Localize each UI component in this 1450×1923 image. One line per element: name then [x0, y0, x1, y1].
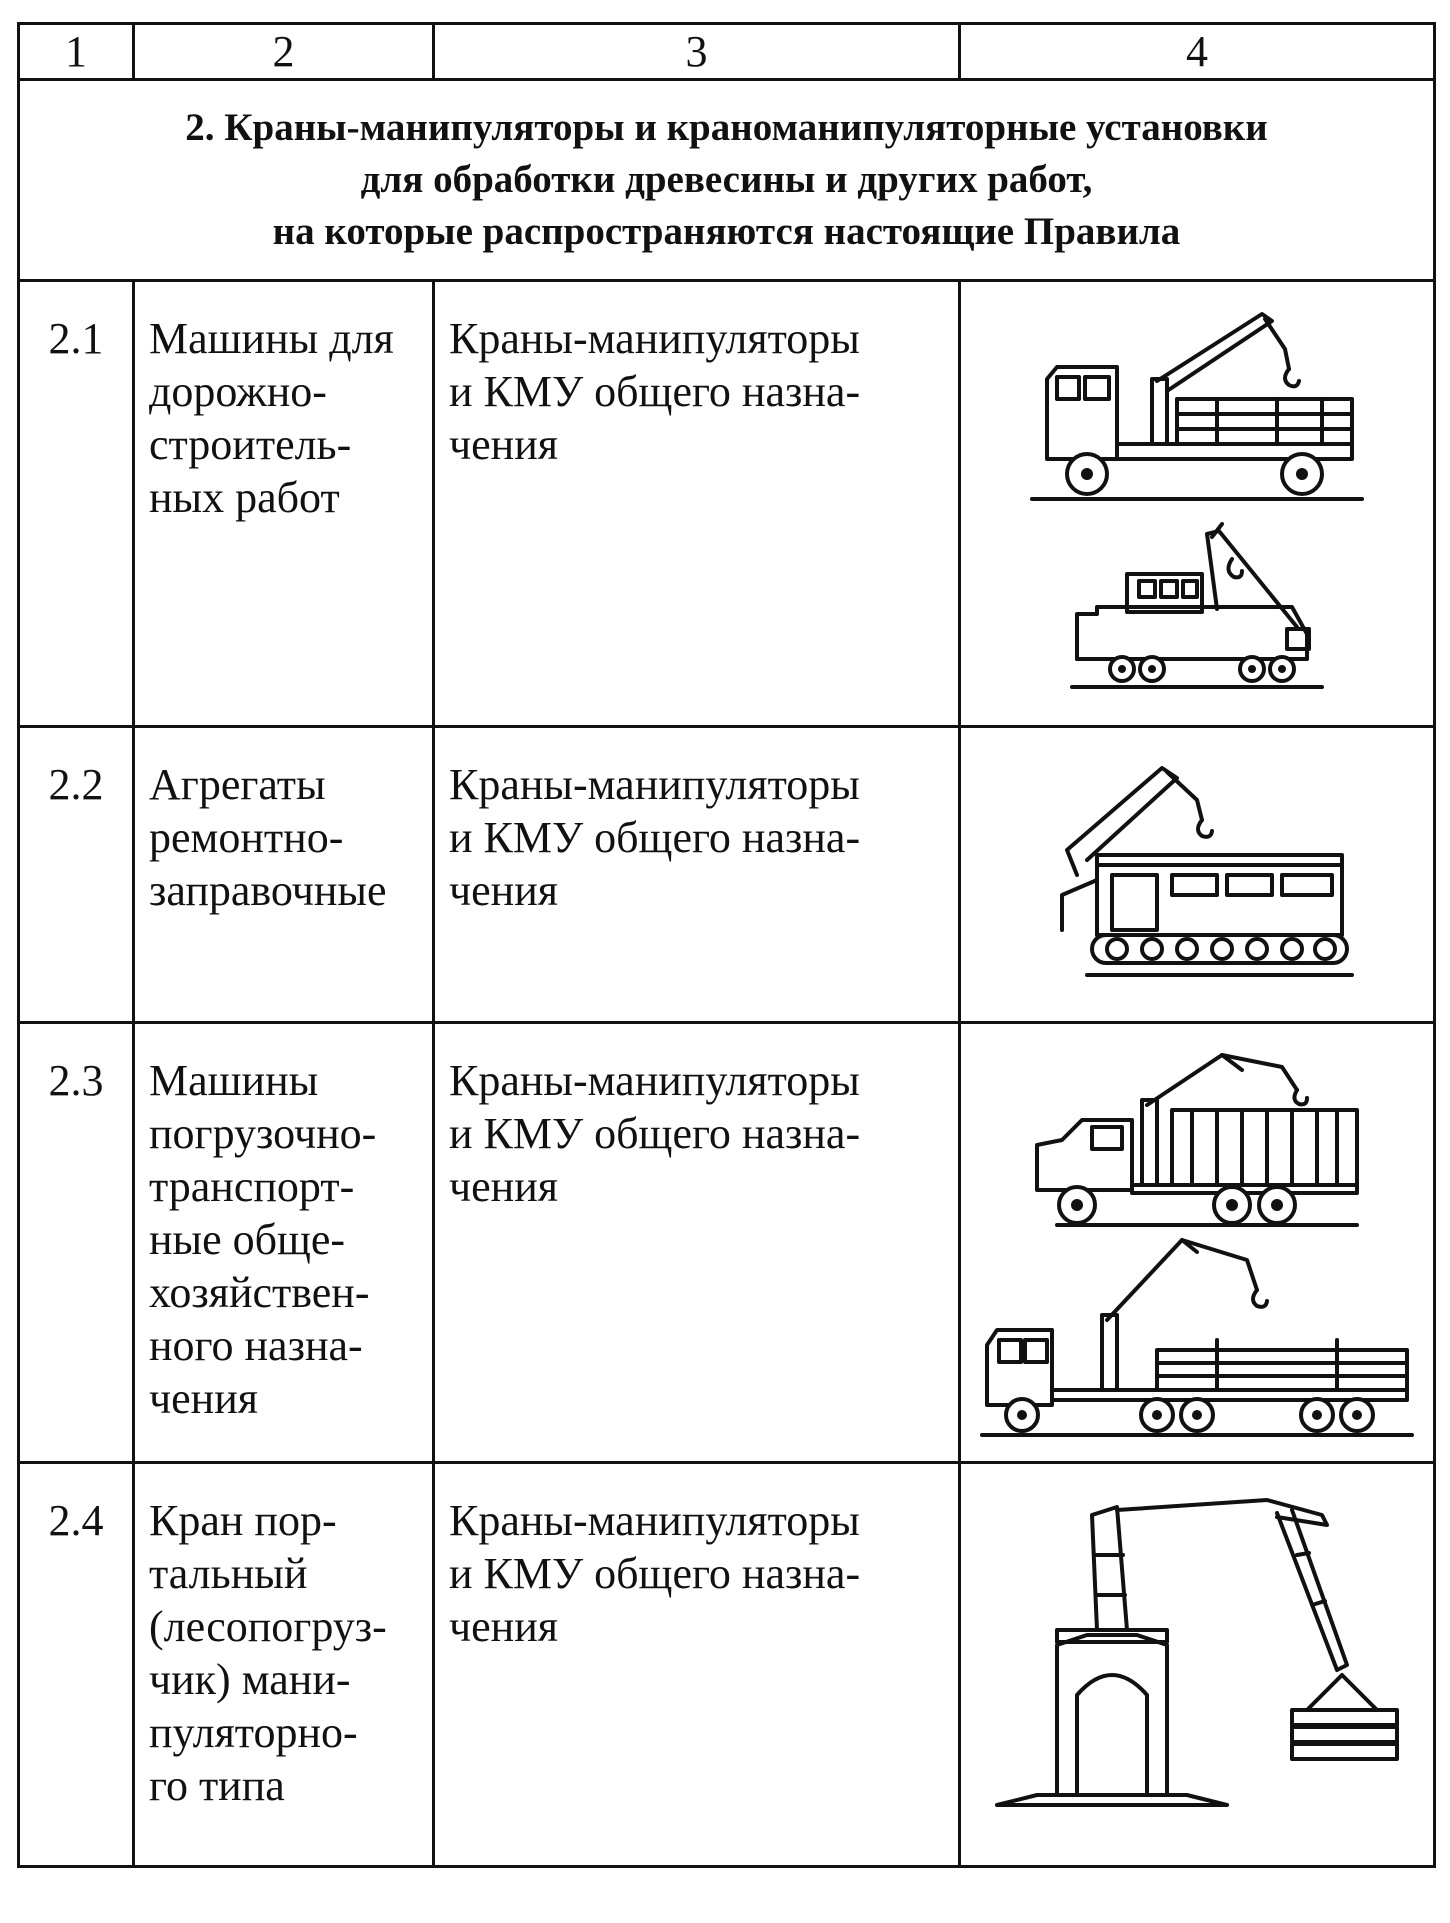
machine-name: Агрегаты ремонтно- заправочные — [132, 725, 435, 1024]
header-row: 1 2 3 4 — [17, 22, 1436, 81]
text-line: (лесопогруз- — [149, 1602, 387, 1651]
text-line: погрузочно- — [149, 1109, 377, 1158]
machine-name: Машины погрузочно- транспорт- ные обще- … — [132, 1021, 435, 1464]
text-line: Краны-манипуляторы — [449, 314, 860, 363]
text-line: дорожно- — [149, 367, 327, 416]
text-line: Кран пор- — [149, 1496, 337, 1545]
section-title: 2. Краны-манипуляторы и краноманипулятор… — [17, 78, 1436, 282]
picture-cell — [958, 279, 1436, 728]
text-line: строитель- — [149, 420, 352, 469]
container-truck-with-crane-illustration — [1035, 1053, 1359, 1227]
crane-type: Краны-манипуляторы и КМУ общего назна- ч… — [432, 1021, 961, 1464]
row-number: 2.1 — [17, 279, 135, 728]
table-row: 2.2 Агрегаты ремонтно- заправочные Краны… — [17, 725, 1436, 1024]
row-number: 2.2 — [17, 725, 135, 1024]
text-line: чения — [149, 1374, 258, 1423]
road-construction-machine-with-crane-illustration — [1070, 521, 1324, 689]
picture-cell — [958, 1461, 1436, 1868]
text-line: ных работ — [149, 473, 340, 522]
text-line: тальный — [149, 1549, 308, 1598]
text-line: ного назна- — [149, 1321, 363, 1370]
text-line: транспорт- — [149, 1162, 355, 1211]
text-line: го типа — [149, 1761, 285, 1810]
text-line: Машины — [149, 1056, 319, 1105]
machine-name: Машины для дорожно- строитель- ных работ — [132, 279, 435, 728]
crane-type: Краны-манипуляторы и КМУ общего назна- ч… — [432, 279, 961, 728]
text-line: чения — [449, 866, 558, 915]
portal-timber-loader-crane-illustration — [995, 1497, 1399, 1807]
text-line: и КМУ общего назна- — [449, 1549, 861, 1598]
text-line: Краны-манипуляторы — [449, 1496, 860, 1545]
text-line: чик) мани- — [149, 1655, 351, 1704]
table-row: 2.1 Машины для дорожно- строитель- ных р… — [17, 279, 1436, 728]
text-line: Краны-манипуляторы — [449, 1056, 860, 1105]
text-line: чения — [449, 1162, 558, 1211]
text-line: Машины для — [149, 314, 394, 363]
picture-cell — [958, 1021, 1436, 1464]
section-title-line: для обработки древесины и других работ, — [360, 158, 1093, 201]
header-cell-2: 2 — [132, 22, 435, 81]
row-number: 2.3 — [17, 1021, 135, 1464]
timber-trailer-truck-with-crane-illustration — [980, 1238, 1414, 1437]
text-line: Краны-манипуляторы — [449, 760, 860, 809]
text-line: и КМУ общего назна- — [449, 367, 861, 416]
machine-name: Кран пор- тальный (лесопогруз- чик) мани… — [132, 1461, 435, 1868]
text-line: Агрегаты — [149, 760, 326, 809]
text-line: ремонтно- — [149, 813, 344, 862]
header-cell-1: 1 — [17, 22, 135, 81]
crane-type: Краны-манипуляторы и КМУ общего назна- ч… — [432, 1461, 961, 1868]
document-table: 1 2 3 4 2. Краны-манипуляторы и краноман… — [17, 22, 1436, 1868]
text-line: чения — [449, 1602, 558, 1651]
text-line: и КМУ общего назна- — [449, 813, 861, 862]
section-title-line: 2. Краны-манипуляторы и краноманипулятор… — [185, 106, 1268, 149]
truck-with-timber-crane-illustration — [1030, 311, 1364, 501]
text-line: чения — [449, 420, 558, 469]
picture-cell — [958, 725, 1436, 1024]
text-line: заправочные — [149, 866, 387, 915]
text-line: и КМУ общего назна- — [449, 1109, 861, 1158]
section-row: 2. Краны-манипуляторы и краноманипулятор… — [17, 78, 1436, 282]
text-line: пуляторно- — [149, 1708, 358, 1757]
crane-type: Краны-манипуляторы и КМУ общего назна- ч… — [432, 725, 961, 1024]
text-line: ные обще- — [149, 1215, 346, 1264]
table-row: 2.3 Машины погрузочно- транспорт- ные об… — [17, 1021, 1436, 1464]
row-number: 2.4 — [17, 1461, 135, 1868]
header-cell-4: 4 — [958, 22, 1436, 81]
text-line: хозяйствен- — [149, 1268, 370, 1317]
section-title-line: на которые распространяются настоящие Пр… — [272, 210, 1181, 253]
tracked-vehicle-with-crane-illustration — [1060, 765, 1354, 977]
header-cell-3: 3 — [432, 22, 961, 81]
table-row: 2.4 Кран пор- тальный (лесопогруз- чик) … — [17, 1461, 1436, 1868]
